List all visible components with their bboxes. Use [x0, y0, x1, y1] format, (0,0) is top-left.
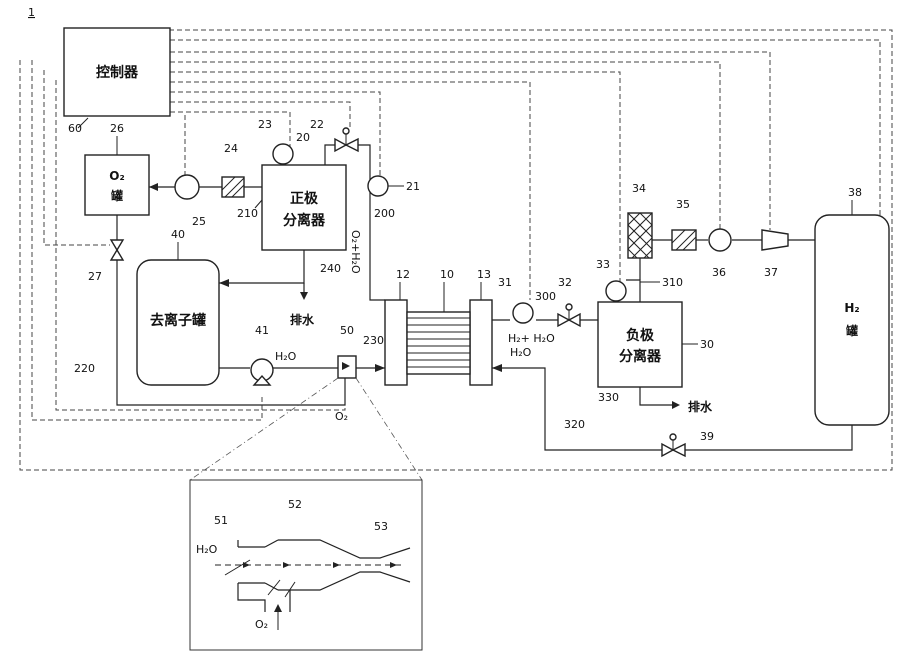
- detail-ref-53: 53: [374, 520, 388, 533]
- ref-310: 310: [662, 276, 683, 289]
- cathode-separator-ref: 30: [700, 338, 714, 351]
- sensor-21: [368, 176, 388, 196]
- h2-h2o-label: H₂+ H₂O: [508, 332, 555, 345]
- stack-end-right-ref: 13: [477, 268, 491, 281]
- h2-tank-label-1: H₂: [844, 301, 859, 315]
- ref-220: 220: [74, 362, 95, 375]
- cathode-separator-label-1: 负极: [626, 327, 655, 344]
- o2-bottom-label: O₂: [335, 410, 348, 423]
- ref-24: 24: [224, 142, 238, 155]
- filter-34: [628, 213, 652, 258]
- pump-25: [175, 175, 199, 199]
- figure-ref: 1: [28, 6, 35, 19]
- anode-separator-label-2: 分离器: [283, 212, 326, 229]
- anode-separator-box: [262, 165, 346, 250]
- ref-210: 210: [237, 207, 258, 220]
- ref-200: 200: [374, 207, 395, 220]
- o2-tank-label-2: 罐: [110, 188, 123, 203]
- valve-22: [335, 128, 358, 151]
- o2-tank-box: [85, 155, 149, 215]
- valve-32: [558, 304, 580, 326]
- sensor-31: [513, 303, 533, 323]
- mixer-ref: 50: [340, 324, 354, 337]
- sensor-36: [709, 229, 731, 251]
- detail-h2o-in: H₂O: [196, 543, 218, 556]
- detail-o2-in: O₂: [255, 618, 268, 631]
- drain-right-label: 排水: [688, 399, 713, 414]
- ref-34a: 34: [632, 182, 646, 195]
- detail-callout-lines: [190, 378, 422, 480]
- ref-31: 31: [498, 276, 512, 289]
- o2-tank-label-1: O₂: [109, 169, 124, 183]
- ref-33: 33: [596, 258, 610, 271]
- cathode-separator-label-2: 分离器: [619, 348, 662, 365]
- sensor-23: [273, 144, 293, 164]
- ref-240: 240: [320, 262, 341, 275]
- detail-ref-52: 52: [288, 498, 302, 511]
- ref-300: 300: [535, 290, 556, 303]
- h2-tank-ref: 38: [848, 186, 862, 199]
- anode-separator-label-1: 正极: [290, 190, 319, 207]
- o2-tank-ref: 26: [110, 122, 124, 135]
- stack-end-left-ref: 12: [396, 268, 410, 281]
- stack-end-left: [385, 300, 407, 385]
- h2-tank-box: [815, 215, 889, 425]
- controller-ref: 60: [68, 122, 82, 135]
- valve-27: [111, 240, 123, 260]
- o2-h2o-label: O₂+H₂O: [349, 230, 362, 274]
- ref-36: 36: [712, 266, 726, 279]
- ref-27: 27: [88, 270, 102, 283]
- h2o-pump-label: H₂O: [275, 350, 297, 363]
- compressor-37: [762, 230, 788, 250]
- detail-ref-51: 51: [214, 514, 228, 527]
- ref-23: 23: [258, 118, 272, 131]
- ref-41: 41: [255, 324, 269, 337]
- ref-39: 39: [700, 430, 714, 443]
- h2o-return-label: H₂O: [510, 346, 532, 359]
- deion-tank-ref: 40: [171, 228, 185, 241]
- valve-39: [662, 434, 685, 456]
- ref-330: 330: [598, 391, 619, 404]
- anode-separator-ref: 20: [296, 131, 310, 144]
- drain-left-label: 排水: [290, 312, 315, 327]
- mixer-detail: [215, 540, 410, 630]
- ref-21: 21: [406, 180, 420, 193]
- cathode-separator-box: [598, 302, 682, 387]
- stack-end-right: [470, 300, 492, 385]
- sensor-33: [606, 281, 626, 301]
- stack-ref: 10: [440, 268, 454, 281]
- h2-tank-label-2: 罐: [845, 323, 858, 338]
- ref-37: 37: [764, 266, 778, 279]
- ref-35: 35: [676, 198, 690, 211]
- controller-label: 控制器: [96, 64, 139, 81]
- ref-320: 320: [564, 418, 585, 431]
- ref-22: 22: [310, 118, 324, 131]
- ref-230: 230: [363, 334, 384, 347]
- ref-32: 32: [558, 276, 572, 289]
- deion-tank-label: 去离子罐: [150, 312, 206, 329]
- ref-25: 25: [192, 215, 206, 228]
- stack-core: [407, 312, 470, 374]
